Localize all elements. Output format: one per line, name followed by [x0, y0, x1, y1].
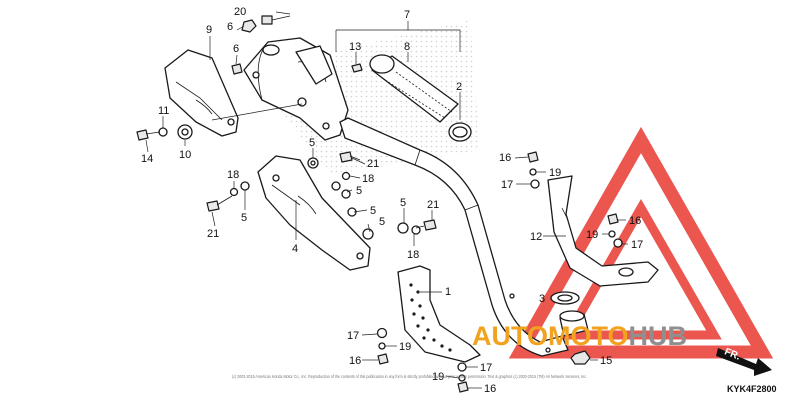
joint-collar [559, 310, 589, 337]
callout-5: 5 [241, 212, 247, 224]
callout-20: 20 [234, 6, 246, 18]
callout-16: 16 [499, 152, 511, 164]
watermark-text-grey: HUB [629, 321, 688, 351]
callout-2: 2 [456, 81, 462, 93]
exhaust-gasket-hole [557, 294, 573, 302]
muffler-guard [547, 175, 659, 287]
copyright-text: (c) 2003-2015 American Honda Motor Co., … [232, 374, 587, 379]
callout-10: 10 [179, 149, 191, 161]
callout-5: 5 [379, 216, 385, 228]
exhaust-pipe [339, 117, 569, 357]
callout-19: 19 [549, 167, 561, 179]
callout-19: 19 [432, 371, 444, 383]
callout-13: 13 [349, 41, 361, 53]
nut-15 [570, 350, 591, 365]
callout-12: 12 [530, 231, 542, 243]
heat-shield-front [257, 155, 371, 271]
callout-7: 7 [404, 9, 410, 21]
diagram-code: KYK4F2800 [727, 384, 777, 394]
heat-shield-rear [164, 49, 239, 137]
callout-15: 15 [600, 355, 612, 367]
front-arrow-icon [716, 348, 772, 376]
callouts: 1 2 3 4 5 5 5 5 5 5 6 6 7 8 9 10 11 12 1… [141, 6, 643, 395]
tail-pipe-cap [369, 54, 459, 123]
callout-21: 21 [207, 228, 219, 240]
callout-5: 5 [356, 185, 362, 197]
callout-17: 17 [480, 362, 492, 374]
callout-17: 17 [347, 330, 359, 342]
leader-lines [145, 11, 628, 389]
callout-21: 21 [427, 199, 439, 211]
callout-16: 16 [629, 215, 641, 227]
callout-11: 11 [158, 105, 169, 117]
callout-18: 18 [227, 169, 239, 181]
callout-16: 16 [484, 383, 496, 395]
callout-19: 19 [586, 229, 598, 241]
callout-9: 9 [206, 24, 212, 36]
callout-6: 6 [233, 43, 239, 55]
callout-17: 17 [501, 179, 513, 191]
gasket-hole [452, 126, 468, 138]
callout-1: 1 [445, 286, 451, 298]
callout-18: 18 [362, 173, 374, 185]
hardware [136, 15, 623, 393]
callout-19: 19 [399, 341, 411, 353]
callout-3: 3 [539, 293, 545, 305]
callout-5: 5 [400, 197, 406, 209]
callout-17: 17 [631, 239, 643, 251]
heat-shield-pipe [397, 265, 481, 363]
callout-14: 14 [141, 153, 153, 165]
watermark-text: AUTOMOTOHUB [472, 321, 687, 351]
callout-6: 6 [227, 21, 233, 33]
callout-5: 5 [309, 137, 315, 149]
watermark-text-orange: AUTOMOTO [472, 321, 629, 351]
callout-18: 18 [407, 249, 419, 261]
callout-5: 5 [370, 205, 376, 217]
callout-8: 8 [404, 41, 410, 53]
callout-21: 21 [367, 158, 379, 170]
callout-4: 4 [292, 243, 298, 255]
callout-16: 16 [349, 355, 361, 367]
